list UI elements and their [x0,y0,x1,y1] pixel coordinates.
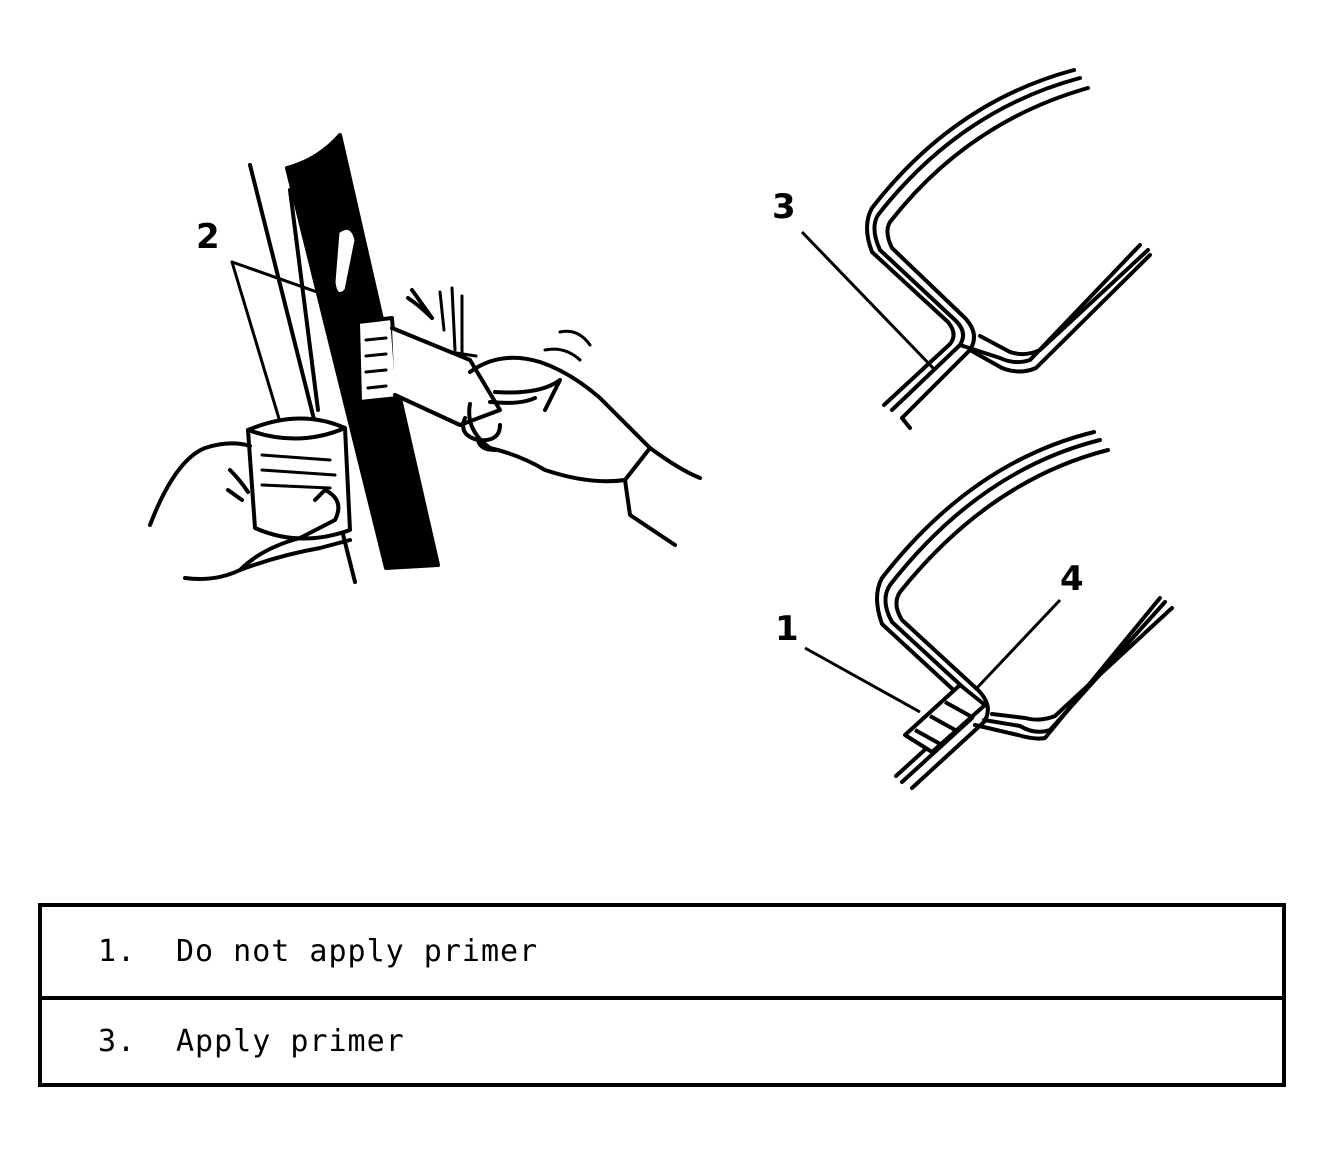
legend-row-number: 1. [98,934,137,969]
callout-2-label: 2 [196,217,220,257]
legend-row-text: Apply primer [176,1024,405,1059]
callout-4-leader [973,598,1062,692]
callout-4-label: 4 [1060,559,1084,599]
legend-row-number: 3. [98,1024,137,1059]
callout-3-label: 3 [772,187,796,227]
callout-1-label: 1 [775,609,799,649]
primer-application-illustration: 2 3 1 4 [148,68,1174,790]
window-frame-bottom-drawing [875,430,1174,790]
callout-3-leader [800,230,937,372]
legend-row: 3. Apply primer [42,996,1282,1083]
legend-table: 1. Do not apply primer 3. Apply primer [38,903,1286,1087]
pillar-with-hands-drawing [148,133,702,584]
legend-row-text: Do not apply primer [176,934,539,969]
masked-area-block [903,683,987,754]
legend-row: 1. Do not apply primer [42,907,1282,996]
callout-1-leader [804,646,921,714]
window-frame-top-drawing [865,68,1152,430]
